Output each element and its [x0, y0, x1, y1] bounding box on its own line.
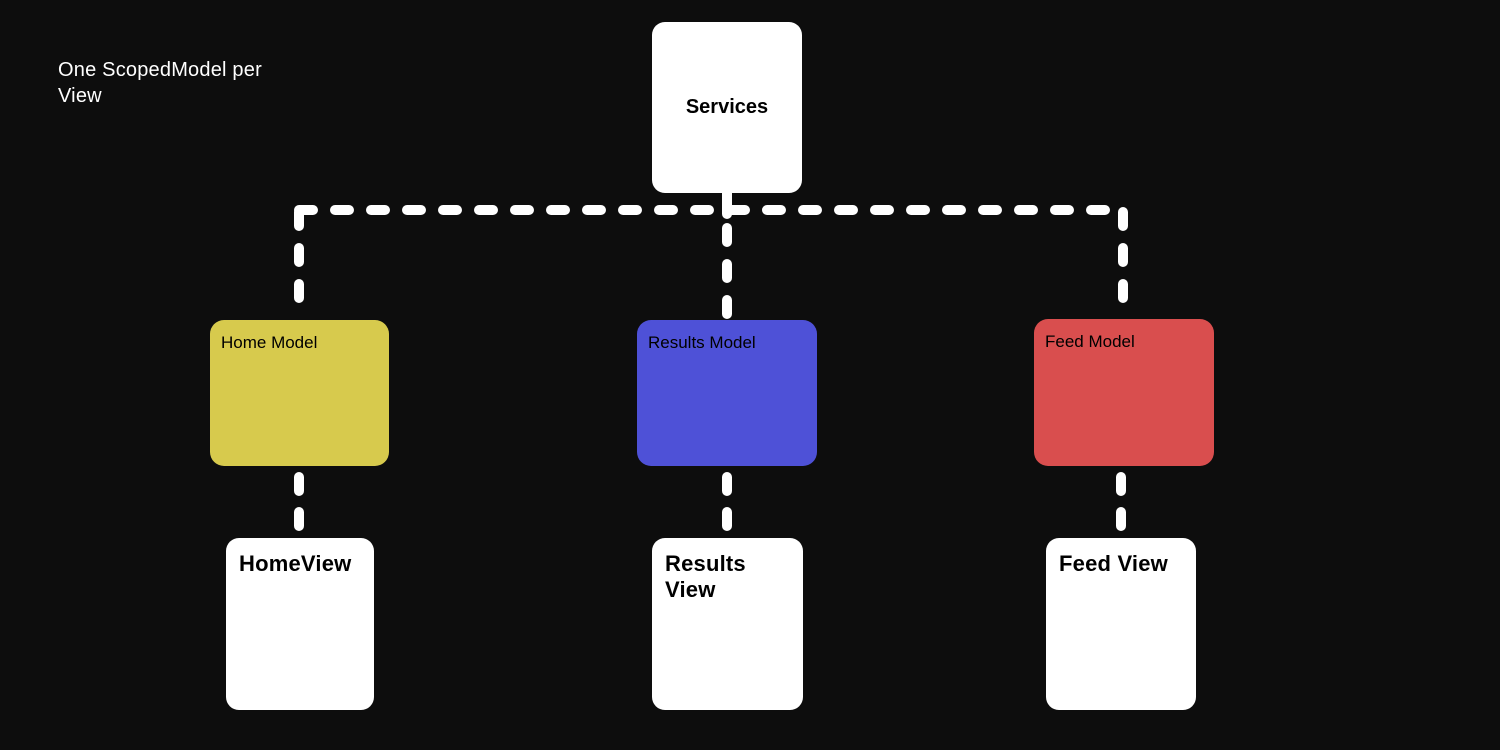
feed-model-label: Feed Model: [1045, 332, 1135, 351]
node-home-model: Home Model: [210, 320, 389, 466]
home-view-label: HomeView: [239, 551, 352, 576]
results-view-label: Results View: [665, 551, 746, 602]
feed-view-label: Feed View: [1059, 551, 1168, 576]
node-results-view: Results View: [652, 538, 803, 710]
results-model-label: Results Model: [648, 333, 756, 352]
node-home-view: HomeView: [226, 538, 374, 710]
node-results-model: Results Model: [637, 320, 817, 466]
node-services: Services: [652, 22, 802, 193]
node-feed-view: Feed View: [1046, 538, 1196, 710]
services-label: Services: [685, 96, 769, 118]
node-feed-model: Feed Model: [1034, 319, 1214, 466]
home-model-label: Home Model: [221, 333, 318, 352]
slide-title: One ScopedModel per View: [58, 59, 262, 107]
